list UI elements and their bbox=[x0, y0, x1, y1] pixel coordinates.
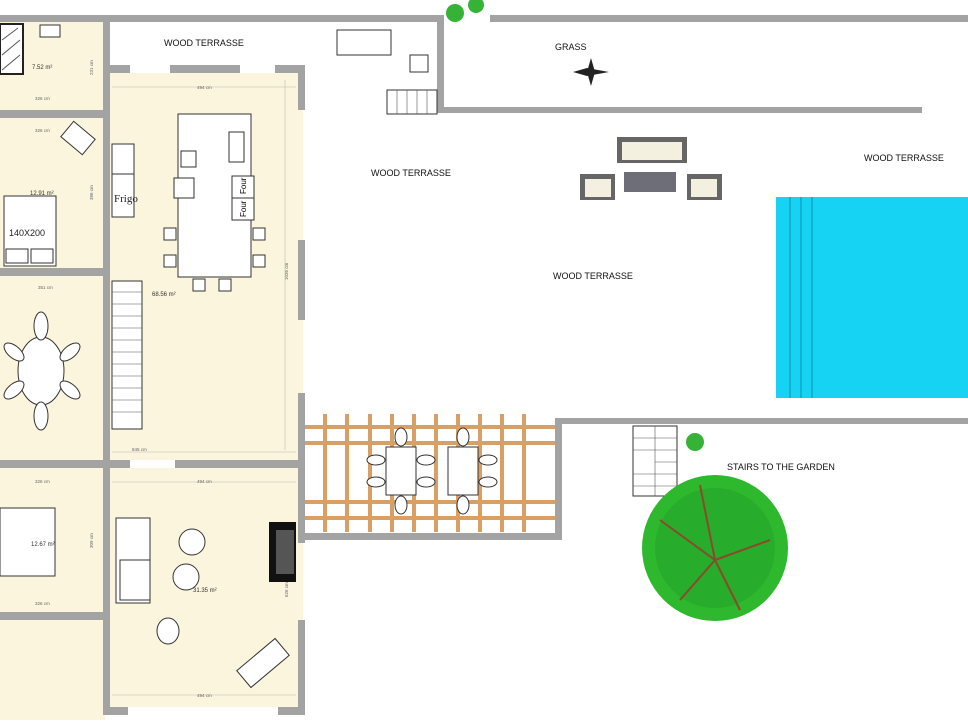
dimension-label: 351 cm bbox=[38, 285, 53, 290]
grass-label: GRASS bbox=[555, 42, 587, 52]
wine-glass-icon bbox=[173, 177, 195, 199]
shrub bbox=[686, 433, 704, 451]
cooktop-icon bbox=[228, 131, 245, 163]
stairs-label: STAIRS TO THE GARDEN bbox=[727, 462, 835, 472]
fireplace-insert bbox=[276, 530, 294, 574]
window bbox=[240, 65, 275, 73]
bar-stools bbox=[163, 227, 266, 292]
outdoor-lounge-set bbox=[580, 137, 722, 200]
dimension-lines bbox=[112, 80, 296, 696]
dimension-label: 326 cm bbox=[35, 601, 50, 606]
shrub bbox=[446, 0, 484, 22]
nightstand bbox=[5, 248, 29, 264]
dimension-label: 494 cm bbox=[197, 693, 212, 698]
dimension-label: 494 cm bbox=[197, 479, 212, 484]
loveseat bbox=[236, 637, 290, 689]
terrace-label: WOOD TERRASSE bbox=[164, 38, 244, 48]
door-opening bbox=[130, 460, 175, 468]
nightstand bbox=[30, 248, 54, 264]
dimension-label: 386 cm bbox=[89, 185, 94, 200]
interior-staircase bbox=[111, 280, 143, 430]
barbecue bbox=[336, 29, 392, 56]
fridge bbox=[111, 173, 135, 218]
dimension-label: 845 cm bbox=[132, 447, 147, 452]
window bbox=[130, 65, 170, 73]
desk bbox=[60, 120, 96, 156]
sink bbox=[39, 24, 61, 38]
terrace-label: WOOD TERRASSE bbox=[553, 271, 633, 281]
room-area: 7.52 m² bbox=[32, 65, 52, 71]
fridge-label: Frigo bbox=[114, 193, 138, 205]
shower bbox=[0, 23, 24, 75]
sink-icon bbox=[180, 150, 197, 168]
sofa bbox=[115, 517, 151, 604]
terrace-label: WOOD TERRASSE bbox=[864, 153, 944, 163]
side-table bbox=[178, 528, 206, 556]
bed-size-label: 140X200 bbox=[9, 228, 45, 238]
dimension-label: 309 cm bbox=[89, 533, 94, 548]
counter bbox=[111, 143, 135, 175]
room-area: 31.35 m² bbox=[193, 588, 217, 594]
terrace-label: WOOD TERRASSE bbox=[371, 168, 451, 178]
dimension-label: 326 cm bbox=[35, 96, 50, 101]
dimension-label: 231 cm bbox=[89, 60, 94, 75]
dimension-label: 494 cm bbox=[197, 85, 212, 90]
oven-label: Four bbox=[239, 200, 248, 217]
window bbox=[128, 707, 278, 715]
oven-label: Four bbox=[239, 177, 248, 194]
outdoor-dining-table bbox=[366, 427, 498, 515]
oven bbox=[231, 197, 255, 221]
side-table bbox=[172, 563, 200, 591]
dimension-label: 326 cm bbox=[35, 128, 50, 133]
dimension-label: 1036 cm bbox=[284, 262, 289, 280]
pergola bbox=[305, 414, 555, 532]
tree bbox=[642, 475, 788, 621]
room-area: 12.67 m² bbox=[31, 542, 55, 548]
compass-icon bbox=[573, 58, 609, 86]
dining-table bbox=[3, 311, 81, 431]
pouf bbox=[156, 617, 180, 645]
swimming-pool bbox=[776, 197, 968, 398]
outdoor-steps bbox=[386, 89, 438, 115]
garden-stairs bbox=[632, 425, 678, 497]
room-area: 12.91 m² bbox=[30, 191, 54, 197]
room-area: 68.56 m² bbox=[152, 292, 176, 298]
dimension-label: 626 cm bbox=[284, 582, 289, 597]
dimension-label: 326 cm bbox=[35, 479, 50, 484]
bed bbox=[0, 507, 56, 577]
outdoor-sink bbox=[409, 54, 429, 73]
